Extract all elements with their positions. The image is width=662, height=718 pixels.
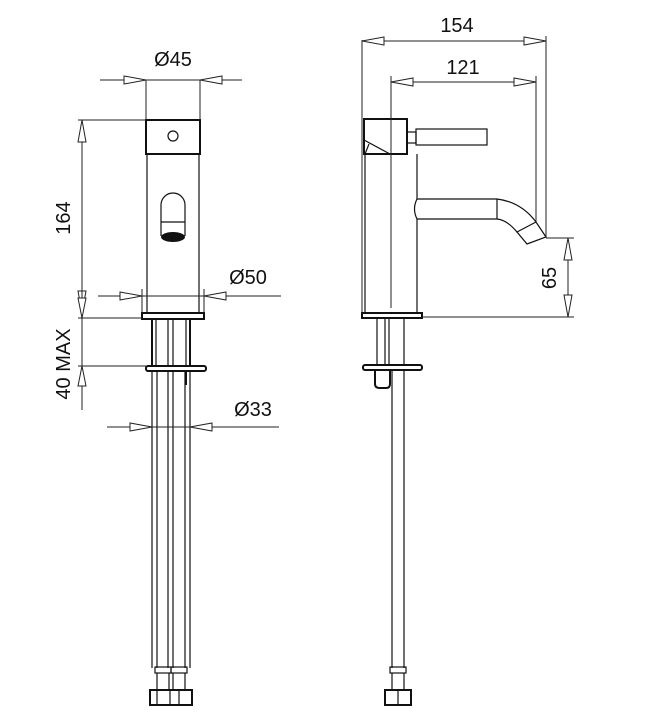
dim-deck-thickness: 40 MAX [53,280,146,410]
label-shank-diameter: Ø33 [234,399,272,421]
front-handle-block [145,119,201,155]
label-overall-depth: 154 [440,15,473,37]
dim-shank-diameter: Ø33 [107,399,279,432]
front-fixing-plate [145,365,207,372]
side-nut [374,370,391,389]
label-spout-height: 65 [539,267,561,289]
side-lever [415,128,488,146]
label-top-diameter: Ø45 [154,49,192,71]
side-aerator [516,221,547,245]
front-spout [160,192,186,236]
label-height: 164 [53,201,75,234]
side-base-plate [361,312,423,319]
handle-hole-icon [167,130,179,142]
side-view [361,118,547,706]
aerator-icon [161,232,185,242]
dim-top-diameter: Ø45 [100,49,242,120]
dim-spout-reach: 121 [390,57,537,308]
dim-base-diameter: Ø50 [98,267,281,313]
side-fixing-plate [362,364,423,371]
side-handle-block [363,118,408,155]
label-spout-reach: 121 [446,57,479,79]
front-base-plate [141,312,205,320]
dim-overall-depth: 154 [361,15,547,313]
dim-height: 164 [53,119,146,314]
label-deck-thickness: 40 MAX [53,328,75,399]
dim-spout-height: 65 [422,237,574,318]
label-base-diameter: Ø50 [229,267,267,289]
front-hose-nuts [149,689,193,706]
front-view [141,119,207,706]
